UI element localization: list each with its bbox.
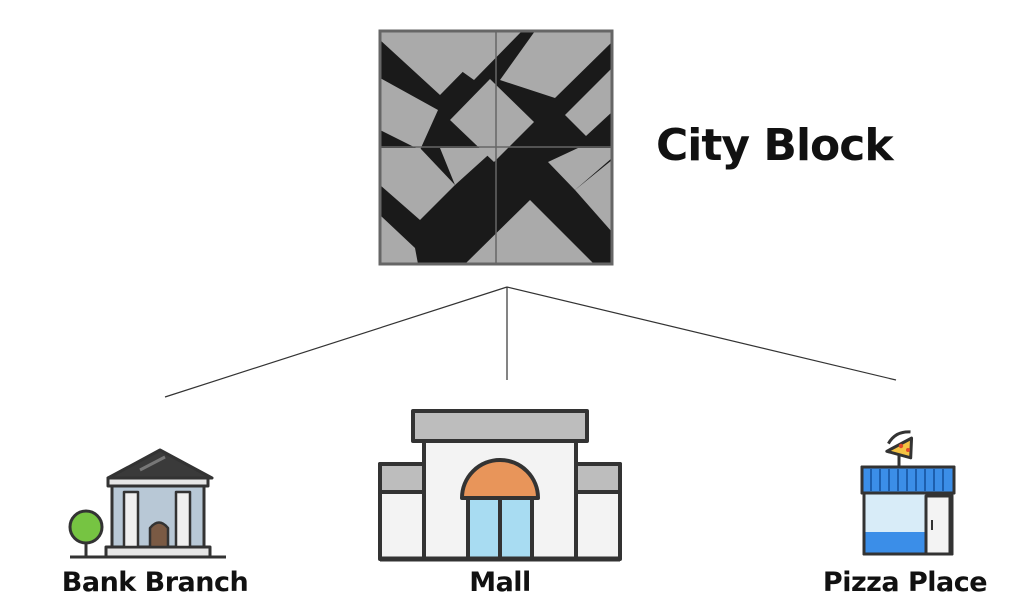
diagram-title: City Block	[656, 120, 894, 171]
node-label-bank: Bank Branch	[61, 567, 249, 598]
bank-icon	[68, 448, 226, 559]
connector-lines	[164, 286, 897, 398]
mall-icon	[378, 409, 622, 562]
pizza-place-icon	[860, 430, 956, 556]
city-block-map-icon	[378, 29, 614, 266]
node-label-pizza: Pizza Place	[822, 567, 988, 598]
connector-to-bank	[164, 286, 508, 398]
node-label-mall: Mall	[469, 567, 531, 598]
connector-to-pizza	[506, 286, 897, 381]
